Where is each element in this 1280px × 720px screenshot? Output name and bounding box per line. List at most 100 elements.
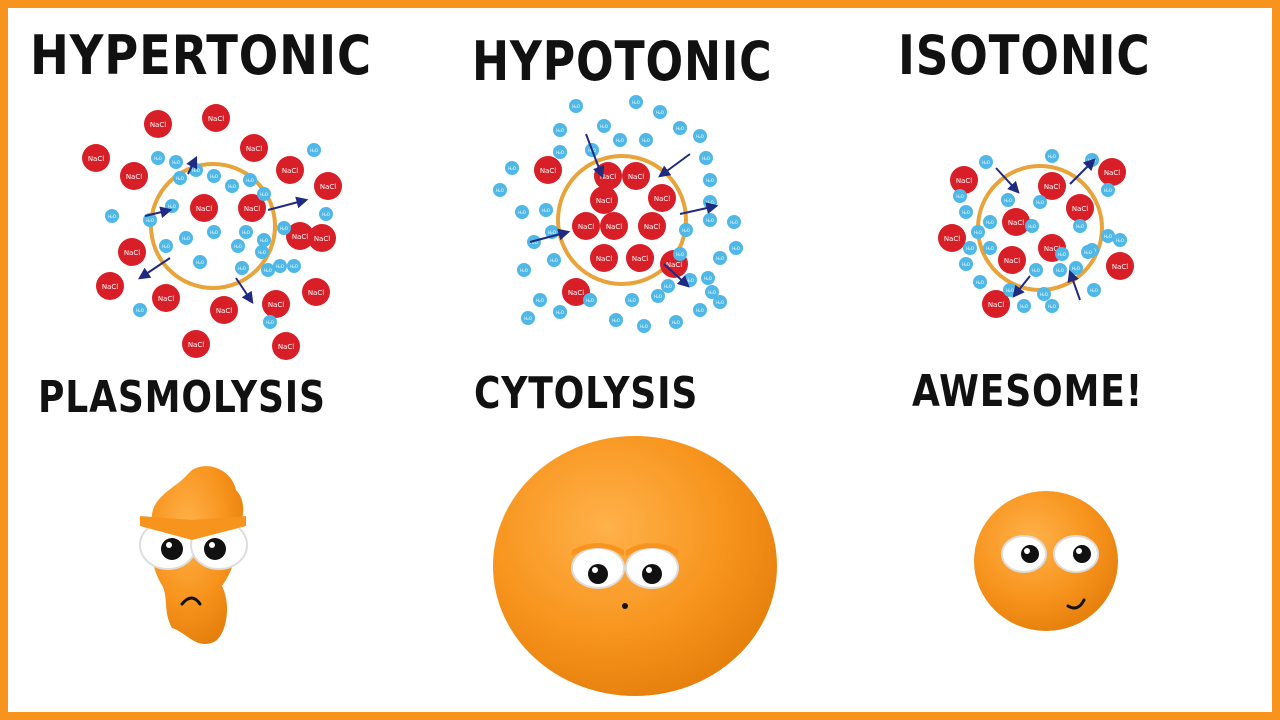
svg-text:NaCl: NaCl (1004, 257, 1020, 265)
svg-text:H₂O: H₂O (654, 294, 662, 299)
svg-text:NaCl: NaCl (654, 195, 670, 203)
water-particle: H₂O (699, 151, 713, 165)
svg-text:H₂O: H₂O (536, 298, 544, 303)
nacl-particle: NaCl (590, 244, 618, 272)
awesome-caption: AWESOME! (912, 366, 1143, 417)
svg-text:H₂O: H₂O (136, 308, 144, 313)
svg-text:H₂O: H₂O (556, 150, 564, 155)
water-particle: H₂O (597, 119, 611, 133)
svg-text:H₂O: H₂O (1084, 250, 1092, 255)
nacl-particle: NaCl (562, 278, 590, 306)
svg-text:H₂O: H₂O (966, 246, 974, 251)
water-particle: H₂O (547, 253, 561, 267)
nacl-particle: NaCl (118, 238, 146, 266)
nacl-particle: NaCl (272, 332, 300, 360)
svg-text:H₂O: H₂O (508, 166, 516, 171)
svg-text:H₂O: H₂O (976, 280, 984, 285)
water-particle: H₂O (257, 187, 271, 201)
svg-text:H₂O: H₂O (572, 104, 580, 109)
nacl-particle: NaCl (262, 290, 290, 318)
svg-text:H₂O: H₂O (162, 244, 170, 249)
water-particle: H₂O (179, 231, 193, 245)
water-flow-arrow (144, 206, 173, 219)
svg-text:NaCl: NaCl (568, 289, 584, 297)
svg-text:H₂O: H₂O (1028, 224, 1036, 229)
svg-text:NaCl: NaCl (158, 295, 174, 303)
water-particle: H₂O (261, 263, 275, 277)
water-flow-arrow (995, 167, 1020, 194)
svg-text:NaCl: NaCl (628, 173, 644, 181)
water-particle: H₂O (105, 209, 119, 223)
water-flow-arrow (529, 228, 571, 243)
water-particle: H₂O (703, 173, 717, 187)
water-particle: H₂O (263, 315, 277, 329)
svg-text:H₂O: H₂O (1072, 266, 1080, 271)
water-particle: H₂O (193, 255, 207, 269)
water-particle: H₂O (1025, 219, 1039, 233)
svg-text:H₂O: H₂O (524, 316, 532, 321)
svg-text:H₂O: H₂O (586, 298, 594, 303)
grumpy-shrunken-cell-icon (139, 466, 248, 645)
svg-text:H₂O: H₂O (696, 308, 704, 313)
svg-text:H₂O: H₂O (628, 298, 636, 303)
water-particle: H₂O (151, 151, 165, 165)
svg-text:NaCl: NaCl (956, 177, 972, 185)
svg-text:H₂O: H₂O (548, 230, 556, 235)
water-particle: H₂O (673, 247, 687, 261)
water-particle: H₂O (713, 295, 727, 309)
water-particle: H₂O (1087, 283, 1101, 297)
water-particle: H₂O (539, 203, 553, 217)
svg-text:H₂O: H₂O (290, 264, 298, 269)
svg-text:NaCl: NaCl (196, 205, 212, 213)
svg-text:NaCl: NaCl (988, 301, 1004, 309)
svg-text:H₂O: H₂O (1020, 304, 1028, 309)
water-particle: H₂O (231, 239, 245, 253)
water-particle: H₂O (729, 241, 743, 255)
svg-text:NaCl: NaCl (1104, 169, 1120, 177)
svg-text:NaCl: NaCl (278, 343, 294, 351)
water-particle: H₂O (983, 215, 997, 229)
water-particle: H₂O (653, 105, 667, 119)
water-particle: H₂O (679, 223, 693, 237)
nacl-particle: NaCl (590, 186, 618, 214)
water-particle: H₂O (979, 155, 993, 169)
water-particle: H₂O (273, 259, 287, 273)
svg-text:H₂O: H₂O (260, 238, 268, 243)
svg-text:H₂O: H₂O (676, 126, 684, 131)
svg-text:H₂O: H₂O (716, 300, 724, 305)
cytolysis-caption: CYTOLYSIS (474, 368, 699, 419)
water-particle: H₂O (983, 241, 997, 255)
svg-text:H₂O: H₂O (616, 138, 624, 143)
nacl-particle: NaCl (600, 212, 628, 240)
water-particle: H₂O (553, 145, 567, 159)
svg-text:H₂O: H₂O (242, 230, 250, 235)
svg-text:H₂O: H₂O (1004, 198, 1012, 203)
nacl-particle: NaCl (534, 156, 562, 184)
water-particle: H₂O (1045, 299, 1059, 313)
svg-text:NaCl: NaCl (944, 235, 960, 243)
svg-text:NaCl: NaCl (246, 145, 262, 153)
svg-text:H₂O: H₂O (556, 310, 564, 315)
water-particle: H₂O (703, 213, 717, 227)
svg-text:H₂O: H₂O (676, 252, 684, 257)
svg-text:H₂O: H₂O (1040, 292, 1048, 297)
water-flow-arrow (679, 202, 719, 215)
svg-text:NaCl: NaCl (126, 173, 142, 181)
svg-text:H₂O: H₂O (1090, 288, 1098, 293)
water-particle: H₂O (1017, 299, 1031, 313)
nacl-particle: NaCl (120, 162, 148, 190)
happy-cell-icon (974, 491, 1118, 631)
svg-text:H₂O: H₂O (1056, 268, 1064, 273)
svg-text:H₂O: H₂O (1048, 304, 1056, 309)
svg-text:NaCl: NaCl (596, 197, 612, 205)
svg-text:H₂O: H₂O (258, 250, 266, 255)
nacl-particle: NaCl (938, 224, 966, 252)
svg-text:H₂O: H₂O (656, 110, 664, 115)
svg-text:H₂O: H₂O (706, 218, 714, 223)
svg-text:NaCl: NaCl (578, 223, 594, 231)
water-particle: H₂O (609, 313, 623, 327)
water-particle: H₂O (1055, 247, 1069, 261)
svg-text:NaCl: NaCl (644, 223, 660, 231)
svg-text:H₂O: H₂O (542, 208, 550, 213)
hypotonic-title: HYPOTONIC (472, 30, 773, 93)
